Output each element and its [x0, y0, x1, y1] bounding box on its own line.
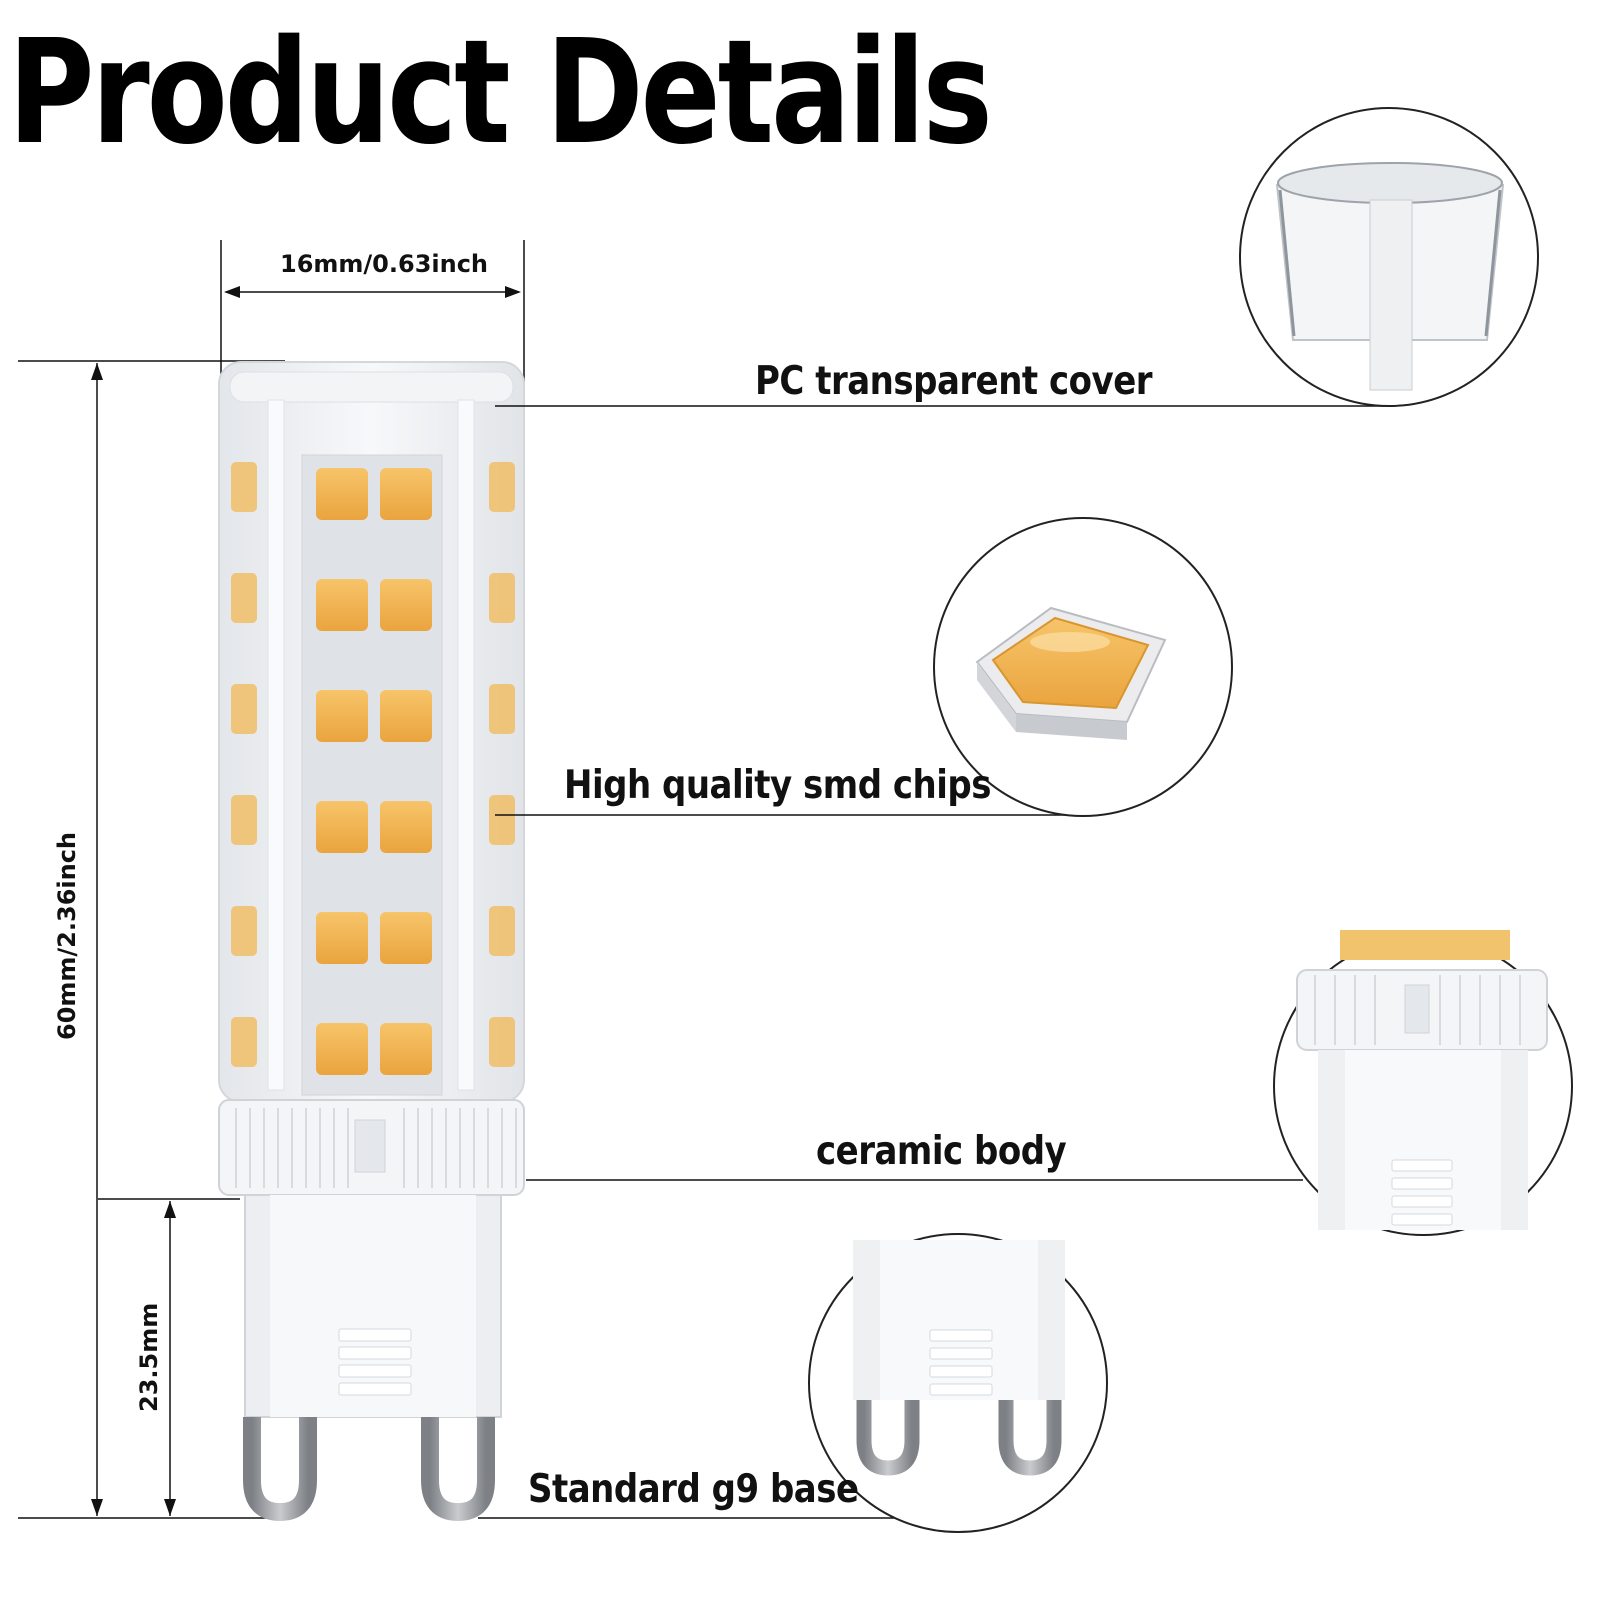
led-chip	[316, 912, 368, 964]
g9-base	[243, 1194, 502, 1522]
ceramic-body	[218, 1099, 525, 1196]
led-chip-side	[489, 1017, 515, 1067]
detail-circle-ceramic-body	[1273, 930, 1573, 1236]
led-chip-side	[489, 795, 515, 845]
detail-circle-g9-base	[808, 1233, 1108, 1533]
led-chip	[380, 690, 432, 742]
led-chip-side	[231, 795, 257, 845]
led-chip	[316, 801, 368, 853]
led-chip	[316, 579, 368, 631]
callout-lines	[478, 405, 1385, 1519]
page-title: Product Details	[8, 7, 993, 177]
detail-circle-cover	[1239, 107, 1539, 407]
detail-circle-smd-chip	[933, 517, 1233, 817]
led-chip	[380, 1023, 432, 1075]
led-chip-side	[489, 684, 515, 734]
bulb-cover	[218, 361, 525, 1103]
base-dimension	[98, 1198, 240, 1516]
led-chip-side	[231, 462, 257, 512]
cover-callout: PC transparent cover	[755, 358, 1153, 405]
height-dimension	[18, 360, 285, 1519]
led-chip-side	[231, 684, 257, 734]
led-chip	[380, 579, 432, 631]
led-chip	[316, 690, 368, 742]
led-chip-side	[489, 462, 515, 512]
chips-callout: High quality smd chips	[564, 762, 991, 809]
led-chip-side	[231, 573, 257, 623]
base-height-label: 23.5mm	[135, 1302, 163, 1412]
body-callout: ceramic body	[816, 1128, 1067, 1175]
led-chip	[316, 1023, 368, 1075]
led-chip-side	[489, 573, 515, 623]
base-callout: Standard g9 base	[528, 1466, 859, 1513]
led-chip-grid	[231, 462, 515, 1075]
led-chip	[316, 468, 368, 520]
led-chip	[380, 912, 432, 964]
led-chip-side	[231, 906, 257, 956]
led-chip	[380, 468, 432, 520]
width-label: 16mm/0.63inch	[280, 250, 489, 278]
height-label: 60mm/2.36inch	[53, 831, 81, 1040]
led-chip-side	[489, 906, 515, 956]
led-chip-side	[231, 1017, 257, 1067]
led-chip	[380, 801, 432, 853]
